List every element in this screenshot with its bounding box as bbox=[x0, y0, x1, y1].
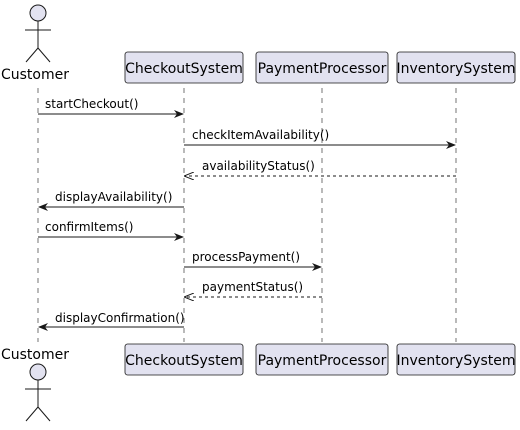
message-label: checkItemAvailability() bbox=[192, 128, 329, 142]
participant-label-checkout-top: CheckoutSystem bbox=[125, 61, 243, 77]
message-label: processPayment() bbox=[192, 250, 300, 264]
participant-label-checkout-bottom: CheckoutSystem bbox=[125, 353, 243, 369]
actor-label-customer-bottom: Customer bbox=[1, 347, 69, 363]
participant-payment-bottom: PaymentProcessor bbox=[255, 343, 389, 376]
customer-actor-bottom: Customer bbox=[1, 347, 69, 422]
actor-label-customer-top: Customer bbox=[1, 67, 69, 83]
participant-checkout-top: CheckoutSystem bbox=[124, 51, 244, 84]
message-display-confirmation: displayConfirmation() bbox=[38, 311, 185, 331]
message-label: paymentStatus() bbox=[202, 280, 303, 294]
participant-payment-top: PaymentProcessor bbox=[255, 51, 389, 84]
participant-inventory-bottom: InventorySystem bbox=[396, 343, 516, 376]
message-start-checkout: startCheckout() bbox=[38, 97, 184, 118]
actor-head-icon bbox=[29, 4, 47, 22]
message-payment-status: paymentStatus() bbox=[185, 280, 322, 297]
message-availability-status: availabilityStatus() bbox=[185, 159, 456, 176]
message-label: displayConfirmation() bbox=[55, 311, 185, 325]
participant-label-payment-top: PaymentProcessor bbox=[258, 61, 387, 77]
message-confirm-items: confirmItems() bbox=[38, 220, 184, 241]
message-process-payment: processPayment() bbox=[184, 250, 322, 271]
participant-label-inventory-top: InventorySystem bbox=[396, 61, 515, 77]
participant-inventory-top: InventorySystem bbox=[396, 51, 516, 84]
message-label: displayAvailability() bbox=[55, 190, 172, 204]
message-check-item-availability: checkItemAvailability() bbox=[184, 128, 456, 149]
participant-checkout-bottom: CheckoutSystem bbox=[124, 343, 244, 376]
participant-label-inventory-bottom: InventorySystem bbox=[396, 353, 515, 369]
message-label: confirmItems() bbox=[45, 220, 133, 234]
message-display-availability: displayAvailability() bbox=[38, 190, 184, 211]
message-label: availabilityStatus() bbox=[202, 159, 315, 173]
customer-actor-top: Customer bbox=[1, 4, 69, 83]
participant-label-payment-bottom: PaymentProcessor bbox=[258, 353, 387, 369]
message-label: startCheckout() bbox=[45, 97, 138, 111]
actor-head-icon bbox=[29, 363, 47, 381]
